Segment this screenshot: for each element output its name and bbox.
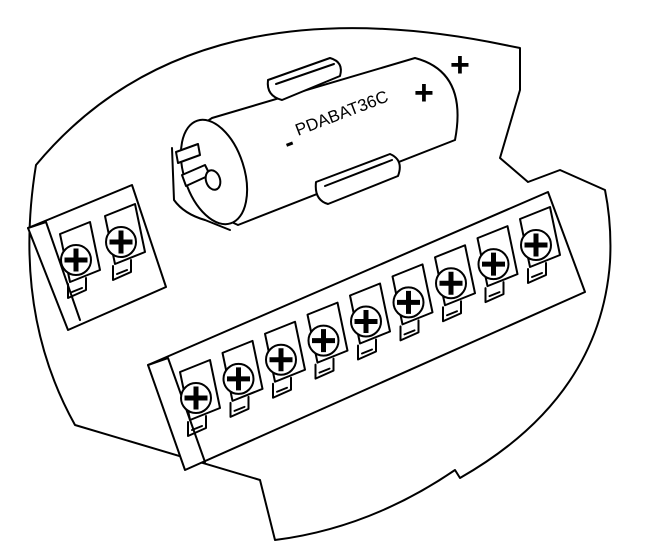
terminal-screw-icon [105,226,137,258]
terminal-position [476,225,519,304]
terminal-screw-icon [520,229,552,261]
terminal-screw-icon [307,324,340,357]
terminal-screw-icon [265,343,297,376]
terminal-position [519,206,561,284]
battery-plus-sign: + [414,74,434,112]
battery-clip-lower [314,153,401,205]
enclosure-outline [28,27,612,541]
terminal-screw-icon [435,267,467,300]
terminal-position [179,359,221,437]
terminal-position [306,301,349,380]
terminal-position [104,203,146,281]
terminal-block-bottom [147,191,586,471]
terminal-screw-icon [477,248,510,281]
terminal-screw-icon [392,286,425,319]
battery: PDABAT36C - + + [171,46,470,231]
terminal-position [264,320,306,399]
battery-holder [171,147,231,231]
terminal-position [434,244,476,323]
terminal-position [349,282,391,361]
terminal-screw-icon [222,362,255,395]
terminal-position [391,263,434,342]
board-plus-sign: + [450,46,470,84]
terminal-screw-icon [60,244,92,276]
terminal-screw-icon [180,382,212,414]
terminal-position [59,221,101,299]
terminal-position [221,339,264,418]
terminal-screw-icon [350,305,382,338]
terminal-block-left [27,184,167,331]
